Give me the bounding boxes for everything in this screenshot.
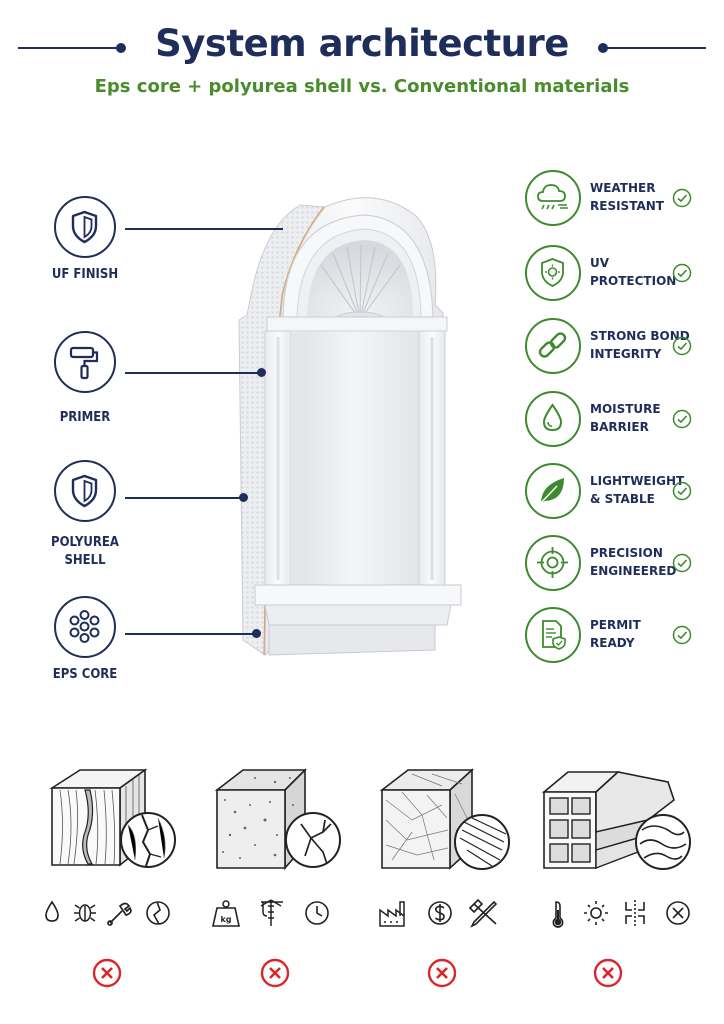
shield-icon xyxy=(71,474,98,508)
title-rule-right xyxy=(606,47,706,49)
pvc-profile-illustration xyxy=(541,771,691,870)
weight-icon: kg xyxy=(212,900,240,927)
cloud-rain-icon xyxy=(537,184,568,210)
layer-primer: PRIMER xyxy=(40,331,138,431)
eps-beads-icon xyxy=(69,610,100,643)
bug-icon xyxy=(74,904,96,922)
feature-label: LIGHTWEIGHT& STABLE xyxy=(590,474,685,506)
check-icon xyxy=(672,336,692,356)
layer-eps-core: EPS CORE xyxy=(40,596,138,696)
chain-link-icon xyxy=(538,332,567,358)
sun-shield-icon xyxy=(541,258,564,287)
wrench-icon xyxy=(107,902,132,926)
title-dot-right xyxy=(598,43,608,53)
check-icon xyxy=(672,409,692,429)
concrete-block-illustration xyxy=(214,768,341,871)
title-dot-left xyxy=(116,43,126,53)
feature-icon-circle xyxy=(525,170,581,226)
check-icon xyxy=(672,553,692,573)
layer-icon-circle xyxy=(54,331,116,393)
material-pvc xyxy=(538,760,691,1000)
feature-icon-circle xyxy=(525,463,581,519)
svg-text:kg: kg xyxy=(220,915,231,924)
connector-dot-polyurea xyxy=(239,493,248,502)
target-icon xyxy=(537,547,568,578)
stone-issue-icons xyxy=(379,898,498,928)
connector-primer xyxy=(125,372,258,374)
close-icon xyxy=(92,958,122,988)
crane-icon xyxy=(260,899,283,926)
factory-icon xyxy=(379,901,405,927)
title-rule-left xyxy=(18,47,118,49)
niche-illustration xyxy=(238,197,462,657)
feature-icon-circle xyxy=(525,318,581,374)
close-icon xyxy=(593,958,623,988)
stone-block-illustration xyxy=(379,768,510,870)
layer-label: UF FINISH xyxy=(51,267,119,282)
connector-uf-finish xyxy=(125,228,283,230)
layer-label: EPS CORE xyxy=(52,667,118,682)
check-icon xyxy=(672,188,692,208)
sun-icon xyxy=(584,901,608,925)
layer-icon-circle xyxy=(54,460,116,522)
close-icon xyxy=(260,958,290,988)
connector-dot-eps xyxy=(252,629,261,638)
shield-icon xyxy=(71,210,98,244)
expansion-icon xyxy=(625,900,645,926)
feature-icon-circle xyxy=(525,245,581,301)
layer-icon-circle xyxy=(54,596,116,658)
feature-icon-circle xyxy=(525,535,581,591)
feature-lightweight: LIGHTWEIGHT& STABLE xyxy=(525,463,715,519)
page-subtitle: Eps core + polyurea shell vs. Convention… xyxy=(94,76,630,97)
leaf-icon xyxy=(539,478,564,505)
crack-icon xyxy=(146,901,170,925)
water-drop-icon xyxy=(542,403,563,432)
tools-icon xyxy=(468,898,498,928)
connector-dot-primer xyxy=(257,368,266,377)
paint-roller-icon xyxy=(69,346,99,380)
water-drop-icon xyxy=(45,900,59,922)
connector-polyurea xyxy=(125,497,241,499)
title-row: System architecture xyxy=(0,22,724,72)
material-wood xyxy=(40,760,180,1000)
pvc-issue-icons xyxy=(552,900,690,928)
layer-label: PRIMER xyxy=(59,410,111,425)
document-shield-icon xyxy=(542,620,566,650)
clock-icon xyxy=(305,901,329,925)
layer-icon-circle xyxy=(54,196,116,258)
thermometer-icon xyxy=(552,901,564,928)
concrete-issue-icons: kg xyxy=(212,899,329,927)
feature-icon-circle xyxy=(525,391,581,447)
check-icon xyxy=(672,481,692,501)
layer-uf-finish: UF FINISH xyxy=(40,196,138,296)
check-icon xyxy=(672,263,692,283)
close-icon xyxy=(666,901,690,925)
wood-block-illustration xyxy=(49,768,176,868)
check-icon xyxy=(672,625,692,645)
wood-issue-icons xyxy=(45,900,170,926)
close-icon xyxy=(427,958,457,988)
material-stone xyxy=(372,760,512,1000)
connector-eps xyxy=(125,633,255,635)
feature-icon-circle xyxy=(525,607,581,663)
material-concrete: kg xyxy=(205,760,345,1000)
page-title: System architecture xyxy=(155,22,569,65)
dollar-icon xyxy=(428,901,452,925)
